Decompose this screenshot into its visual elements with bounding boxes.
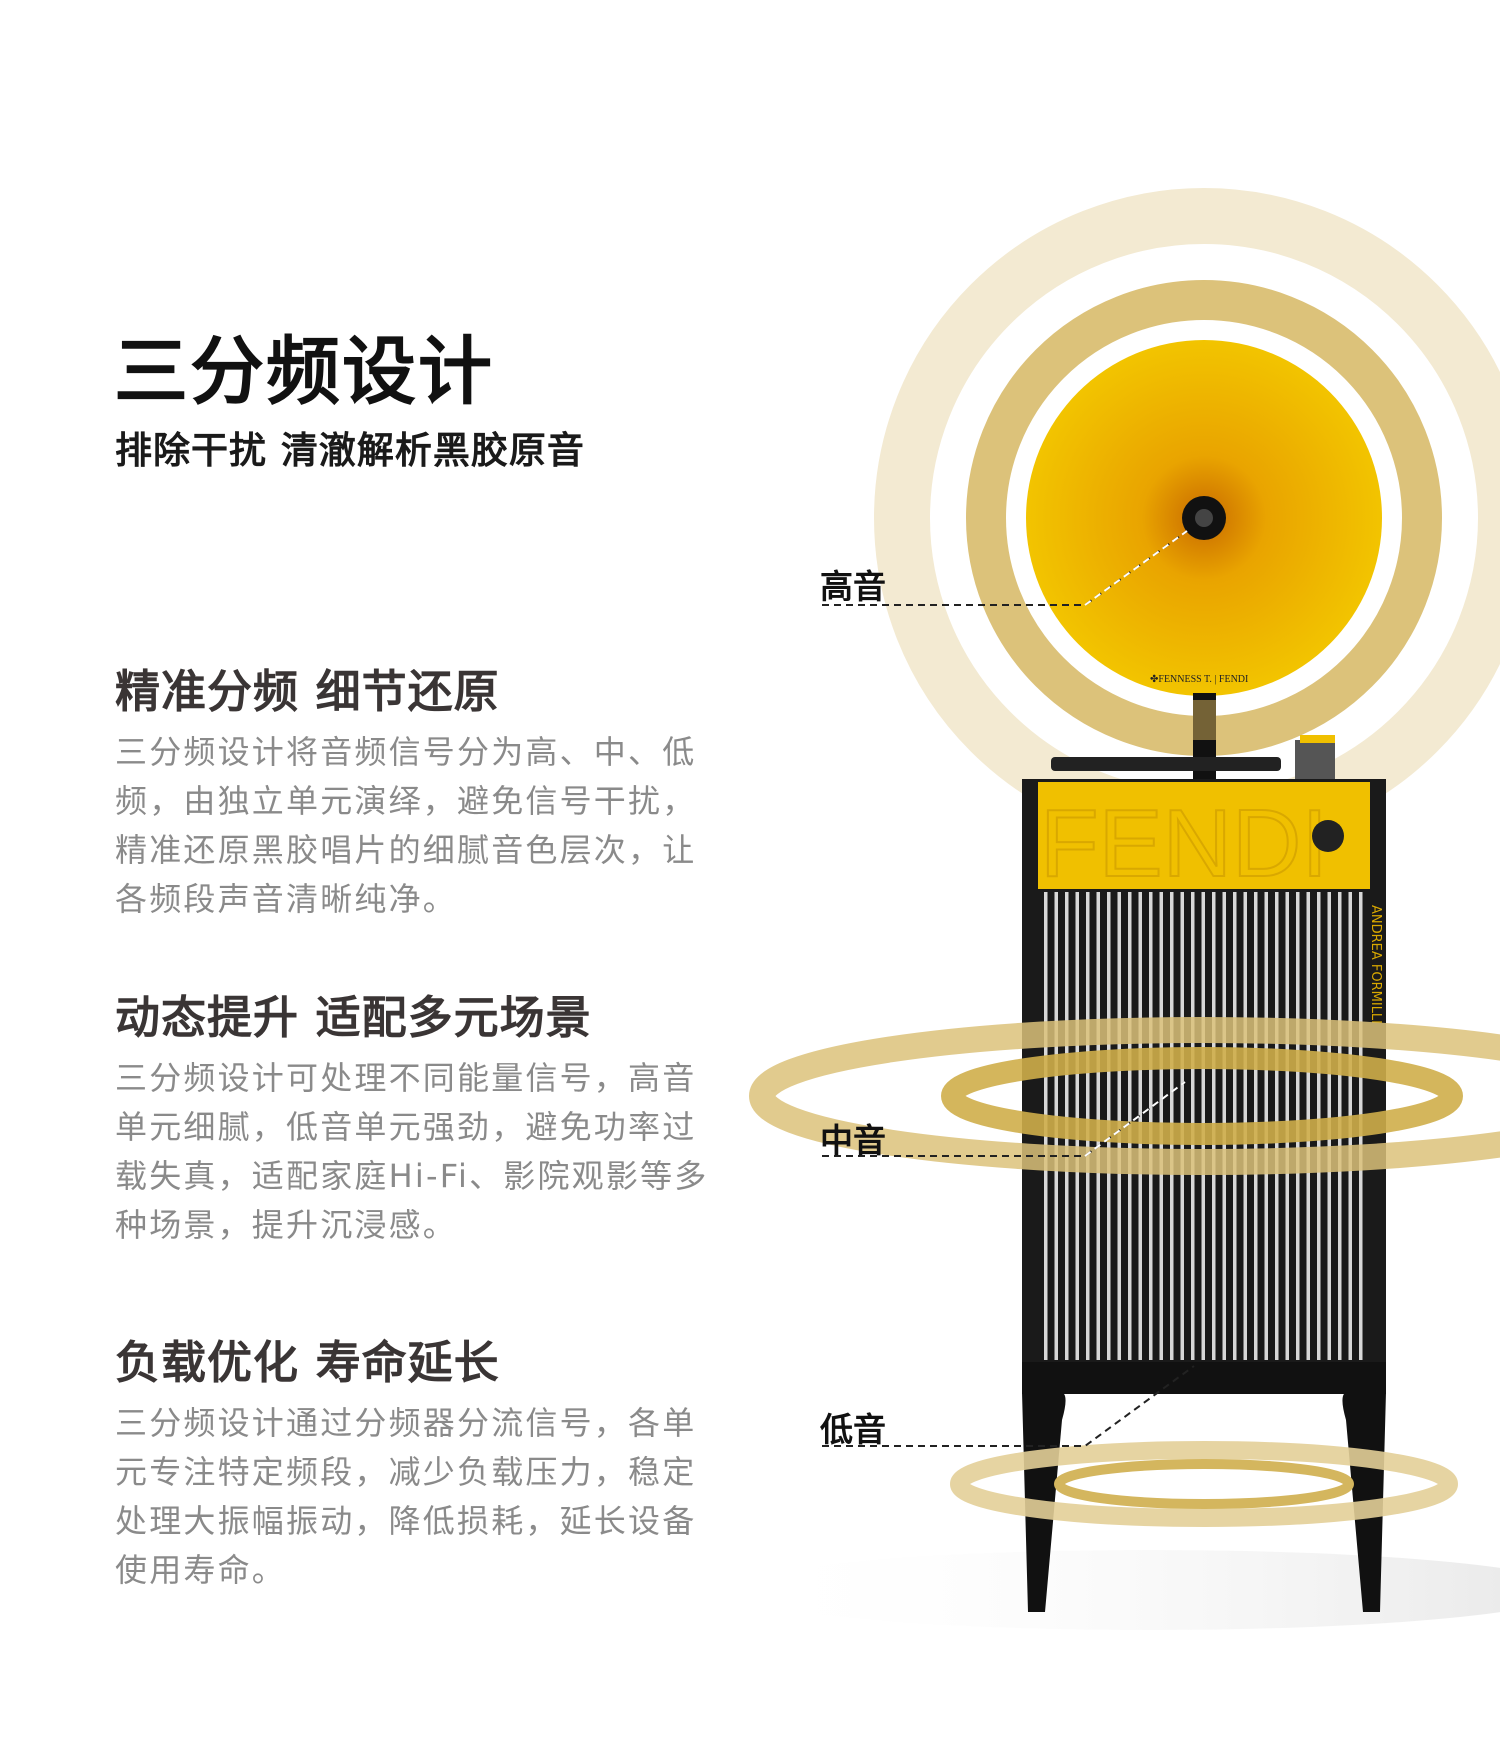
tonearm <box>1295 740 1335 780</box>
treble-label: 高音 <box>820 567 886 606</box>
feature-section: 精准分频 细节还原 三分频设计将音频信号分为高、中、低频，由独立单元演绎，避免信… <box>115 655 715 924</box>
cabinet-base <box>1022 1362 1386 1394</box>
feature-body: 三分频设计将音频信号分为高、中、低频，由独立单元演绎，避免信号干扰，精准还原黑胶… <box>115 733 697 918</box>
bass-inner-ring <box>1054 1459 1354 1509</box>
horn-throat-center <box>1195 509 1213 527</box>
feature-body: 三分频设计通过分频器分流信号，各单元专注特定频段，减少负载压力，稳定处理大振幅振… <box>115 1404 697 1589</box>
feature-section: 负载优化 寿命延长 三分频设计通过分频器分流信号，各单元专注特定频段，减少负载压… <box>115 1326 715 1595</box>
mid-callout-line-light <box>1084 1081 1186 1157</box>
treble-callout-line <box>822 530 1188 606</box>
bass-label: 低音 <box>820 1410 886 1449</box>
bass-callout-line <box>822 1365 1195 1447</box>
mid-label: 中音 <box>820 1121 886 1160</box>
treble-callout-line-light <box>1084 530 1188 606</box>
feature-heading: 动态提升 适配多元场景 <box>115 991 592 1044</box>
feature-section: 动态提升 适配多元场景 三分频设计可处理不同能量信号，高音单元细腻，低音单元强劲… <box>115 981 715 1250</box>
volume-knob[interactable] <box>1312 820 1344 852</box>
horn-logo: ✤FENNESS T. | FENDI <box>1150 674 1248 685</box>
cabinet-legs <box>1022 1392 1386 1612</box>
feature-body: 三分频设计可处理不同能量信号，高音单元细腻，低音单元强劲，避免功率过载失真，适配… <box>115 1059 709 1244</box>
bass-outer-ring <box>950 1441 1458 1527</box>
cabinet-side-text: ANDREA FORMILLI <box>1368 905 1383 1024</box>
feature-heading: 精准分频 细节还原 <box>115 665 500 718</box>
page-title: 三分频设计 <box>114 329 494 415</box>
tonearm-head <box>1300 735 1335 743</box>
turntable-platter <box>1051 757 1281 771</box>
mid-callout-line <box>822 1081 1186 1157</box>
stem-ring-overlay <box>1193 700 1216 740</box>
mid-outer-ring <box>749 1017 1500 1175</box>
feature-heading: 负载优化 寿命延长 <box>115 1336 500 1389</box>
floor-shadow <box>730 1550 1500 1630</box>
page-subtitle: 排除干扰 清澈解析黑胶原音 <box>115 429 585 472</box>
mid-inner-ring <box>941 1047 1463 1145</box>
cabinet-emboss: FENDI <box>1040 790 1328 897</box>
